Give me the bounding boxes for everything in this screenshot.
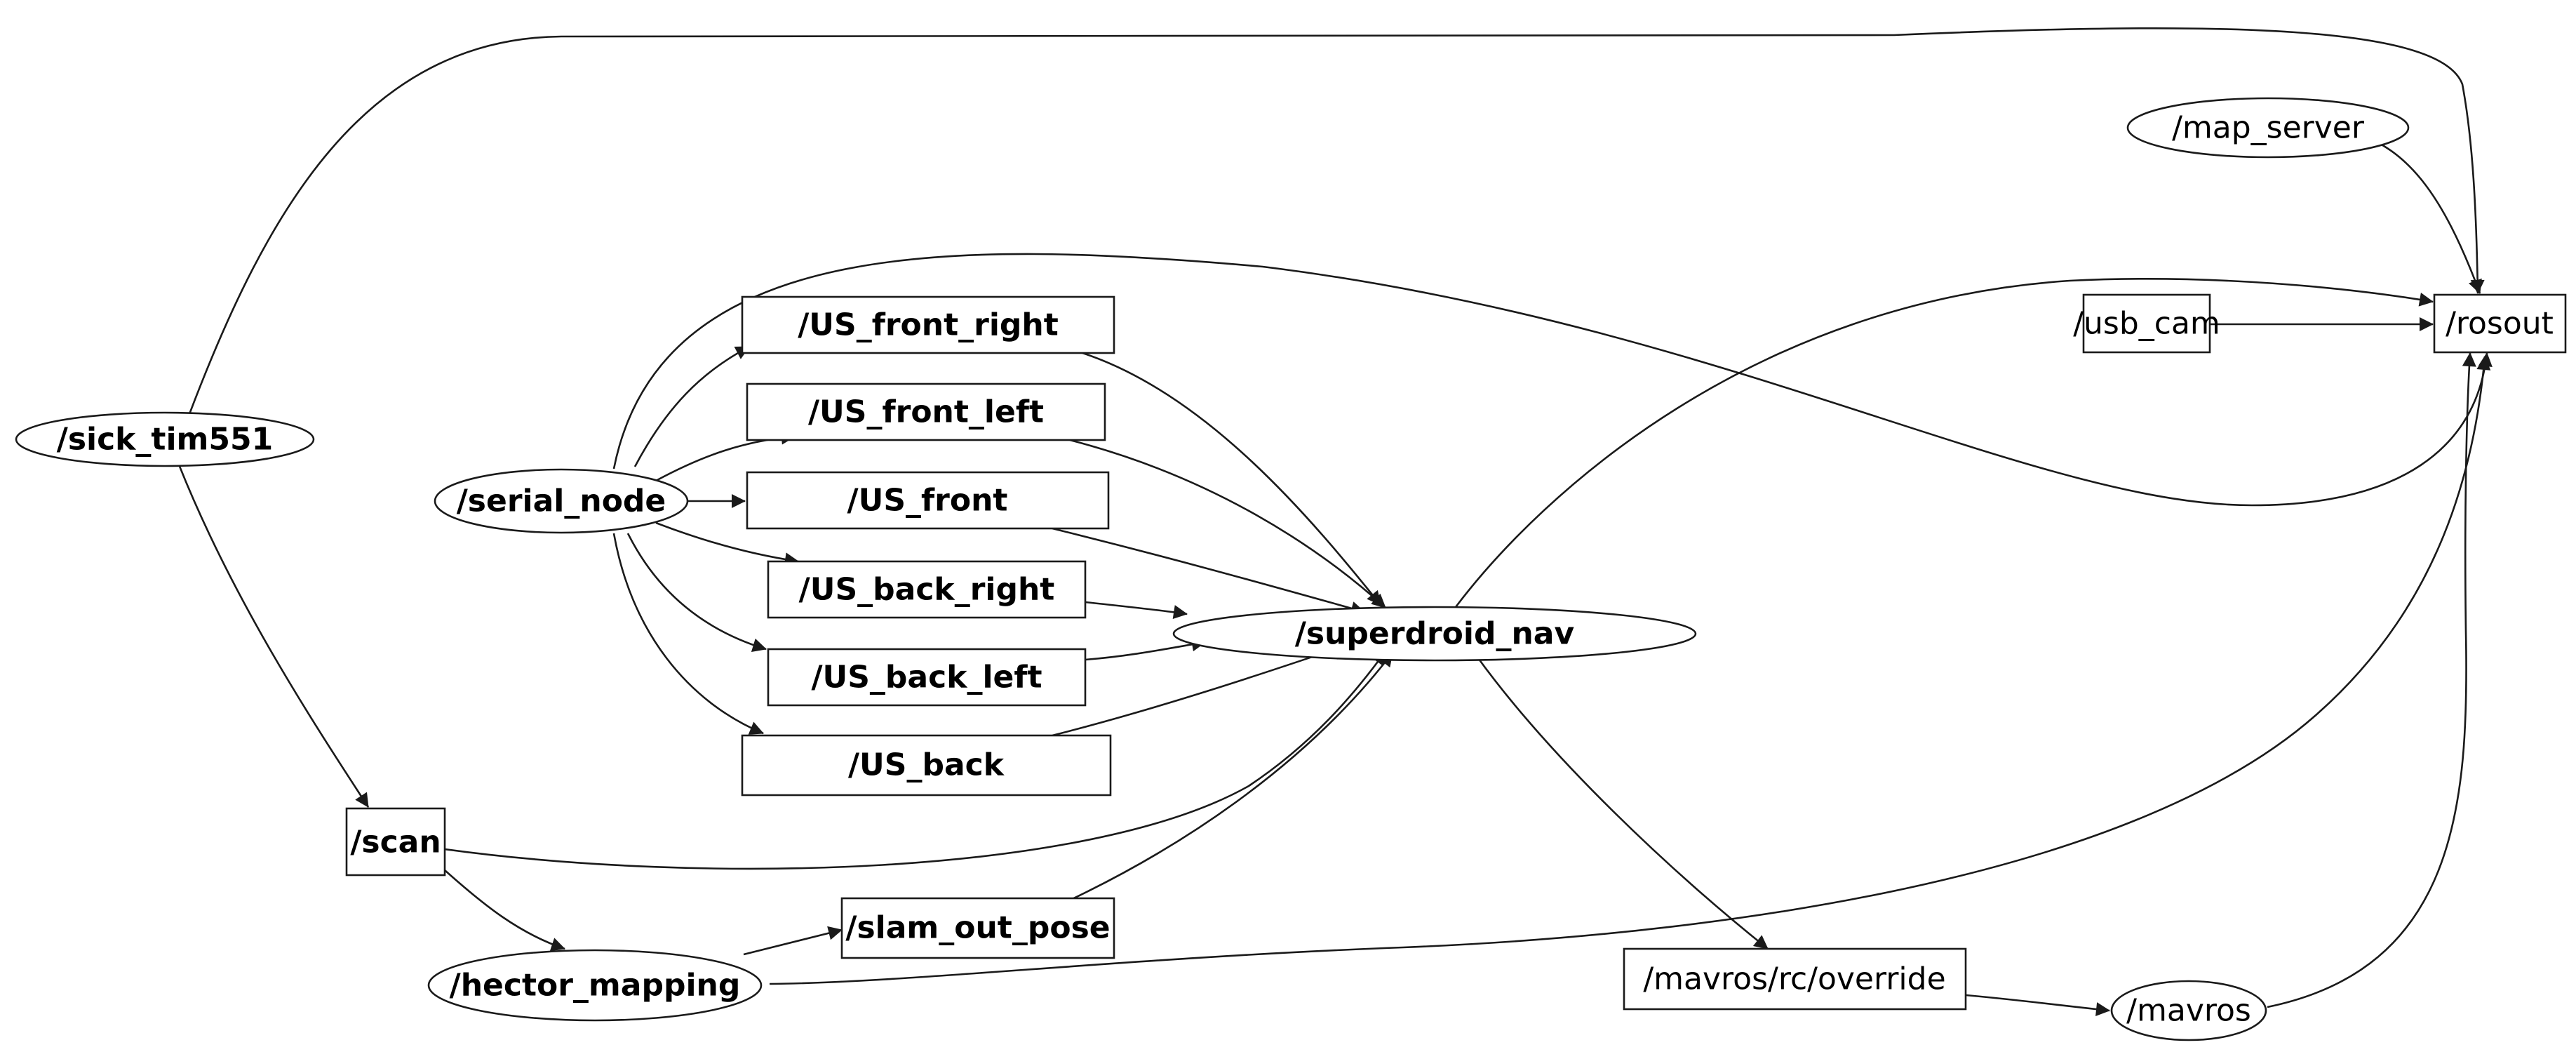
edge-serial-node-to-rosout	[612, 253, 2493, 507]
node-slam-out-pose[interactable]: /slam_out_pose	[840, 897, 1115, 959]
node-sick-tim551[interactable]: /sick_tim551	[15, 411, 315, 467]
node-us-back-right[interactable]: /US_back_right	[767, 560, 1087, 619]
edge-sick-tim551-to-scan	[177, 464, 370, 808]
edge-us-front-left-to-superdroid-nav	[1069, 439, 1386, 608]
node-map-server[interactable]: /map_server	[2126, 97, 2410, 159]
node-rosout[interactable]: /rosout	[2433, 293, 2567, 354]
edge-serial-node-to-us-front-right	[633, 345, 750, 467]
node-layer: /sick_tim551 /serial_node /US_front_righ…	[15, 97, 2567, 1041]
node-label: /serial_node	[457, 484, 666, 519]
node-label: /sick_tim551	[57, 422, 274, 458]
node-label: /map_server	[2172, 110, 2365, 146]
edge-map-server-to-rosout	[2356, 132, 2482, 294]
edge-mavros-to-rosout	[2267, 352, 2476, 1008]
edge-layer	[177, 27, 2493, 1016]
node-mavros-rc-override[interactable]: /mavros/rc/override	[1623, 947, 1967, 1011]
node-label: /US_front_left	[808, 394, 1044, 430]
edge-serial-node-to-us-back-right	[655, 521, 799, 567]
node-usb-cam[interactable]: /usb_cam	[2073, 293, 2220, 354]
node-label: /superdroid_nav	[1295, 616, 1575, 652]
node-label: /rosout	[2446, 306, 2554, 342]
node-us-front-right[interactable]: /US_front_right	[741, 295, 1115, 354]
node-label: /slam_out_pose	[845, 910, 1110, 946]
edge-us-front-right-to-superdroid-nav	[1080, 351, 1382, 606]
node-label: /US_front_right	[798, 307, 1059, 343]
edge-serial-node-to-us-back	[612, 533, 764, 735]
node-hector-mapping[interactable]: /hector_mapping	[427, 949, 763, 1022]
node-us-front[interactable]: /US_front	[746, 471, 1110, 530]
node-serial-node[interactable]: /serial_node	[434, 468, 689, 534]
node-label: /US_front	[847, 483, 1008, 519]
edge-scan-to-hector-mapping	[444, 870, 565, 952]
edge-superdroid-nav-to-rosout	[1454, 278, 2434, 608]
node-label: /mavros	[2126, 993, 2251, 1029]
edge-hector-mapping-to-rosout	[769, 356, 2491, 985]
node-superdroid-nav[interactable]: /superdroid_nav	[1172, 606, 1697, 662]
node-label: /US_back	[848, 747, 1005, 783]
edge-scan-to-superdroid-nav	[444, 651, 1387, 870]
edge-sick-tim551-to-rosout	[188, 27, 2485, 415]
node-label: /US_back_right	[799, 572, 1055, 608]
edge-hector-mapping-to-slam-out-pose	[743, 926, 843, 956]
node-us-back[interactable]: /US_back	[741, 734, 1112, 797]
node-mavros[interactable]: /mavros	[2110, 980, 2267, 1041]
node-label: /scan	[350, 825, 441, 860]
node-label: /usb_cam	[2073, 306, 2220, 342]
node-us-back-left[interactable]: /US_back_left	[767, 648, 1087, 707]
node-us-front-left[interactable]: /US_front_left	[746, 382, 1106, 441]
edge-superdroid-nav-to-mavros-rc-override	[1475, 655, 1769, 950]
edge-us-back-left-to-superdroid-nav	[1085, 637, 1206, 661]
node-label: /mavros/rc/override	[1643, 961, 1945, 997]
edge-slam-out-pose-to-superdroid-nav	[1066, 652, 1394, 903]
edge-us-front-to-superdroid-nav	[1052, 527, 1365, 615]
edge-mavros-rc-override-to-mavros	[1965, 994, 2110, 1016]
node-label: /US_back_left	[811, 660, 1042, 695]
node-scan[interactable]: /scan	[345, 807, 446, 877]
node-label: /hector_mapping	[450, 968, 741, 1004]
edge-us-back-right-to-superdroid-nav	[1085, 601, 1188, 619]
edge-serial-node-to-us-back-left	[626, 533, 767, 653]
